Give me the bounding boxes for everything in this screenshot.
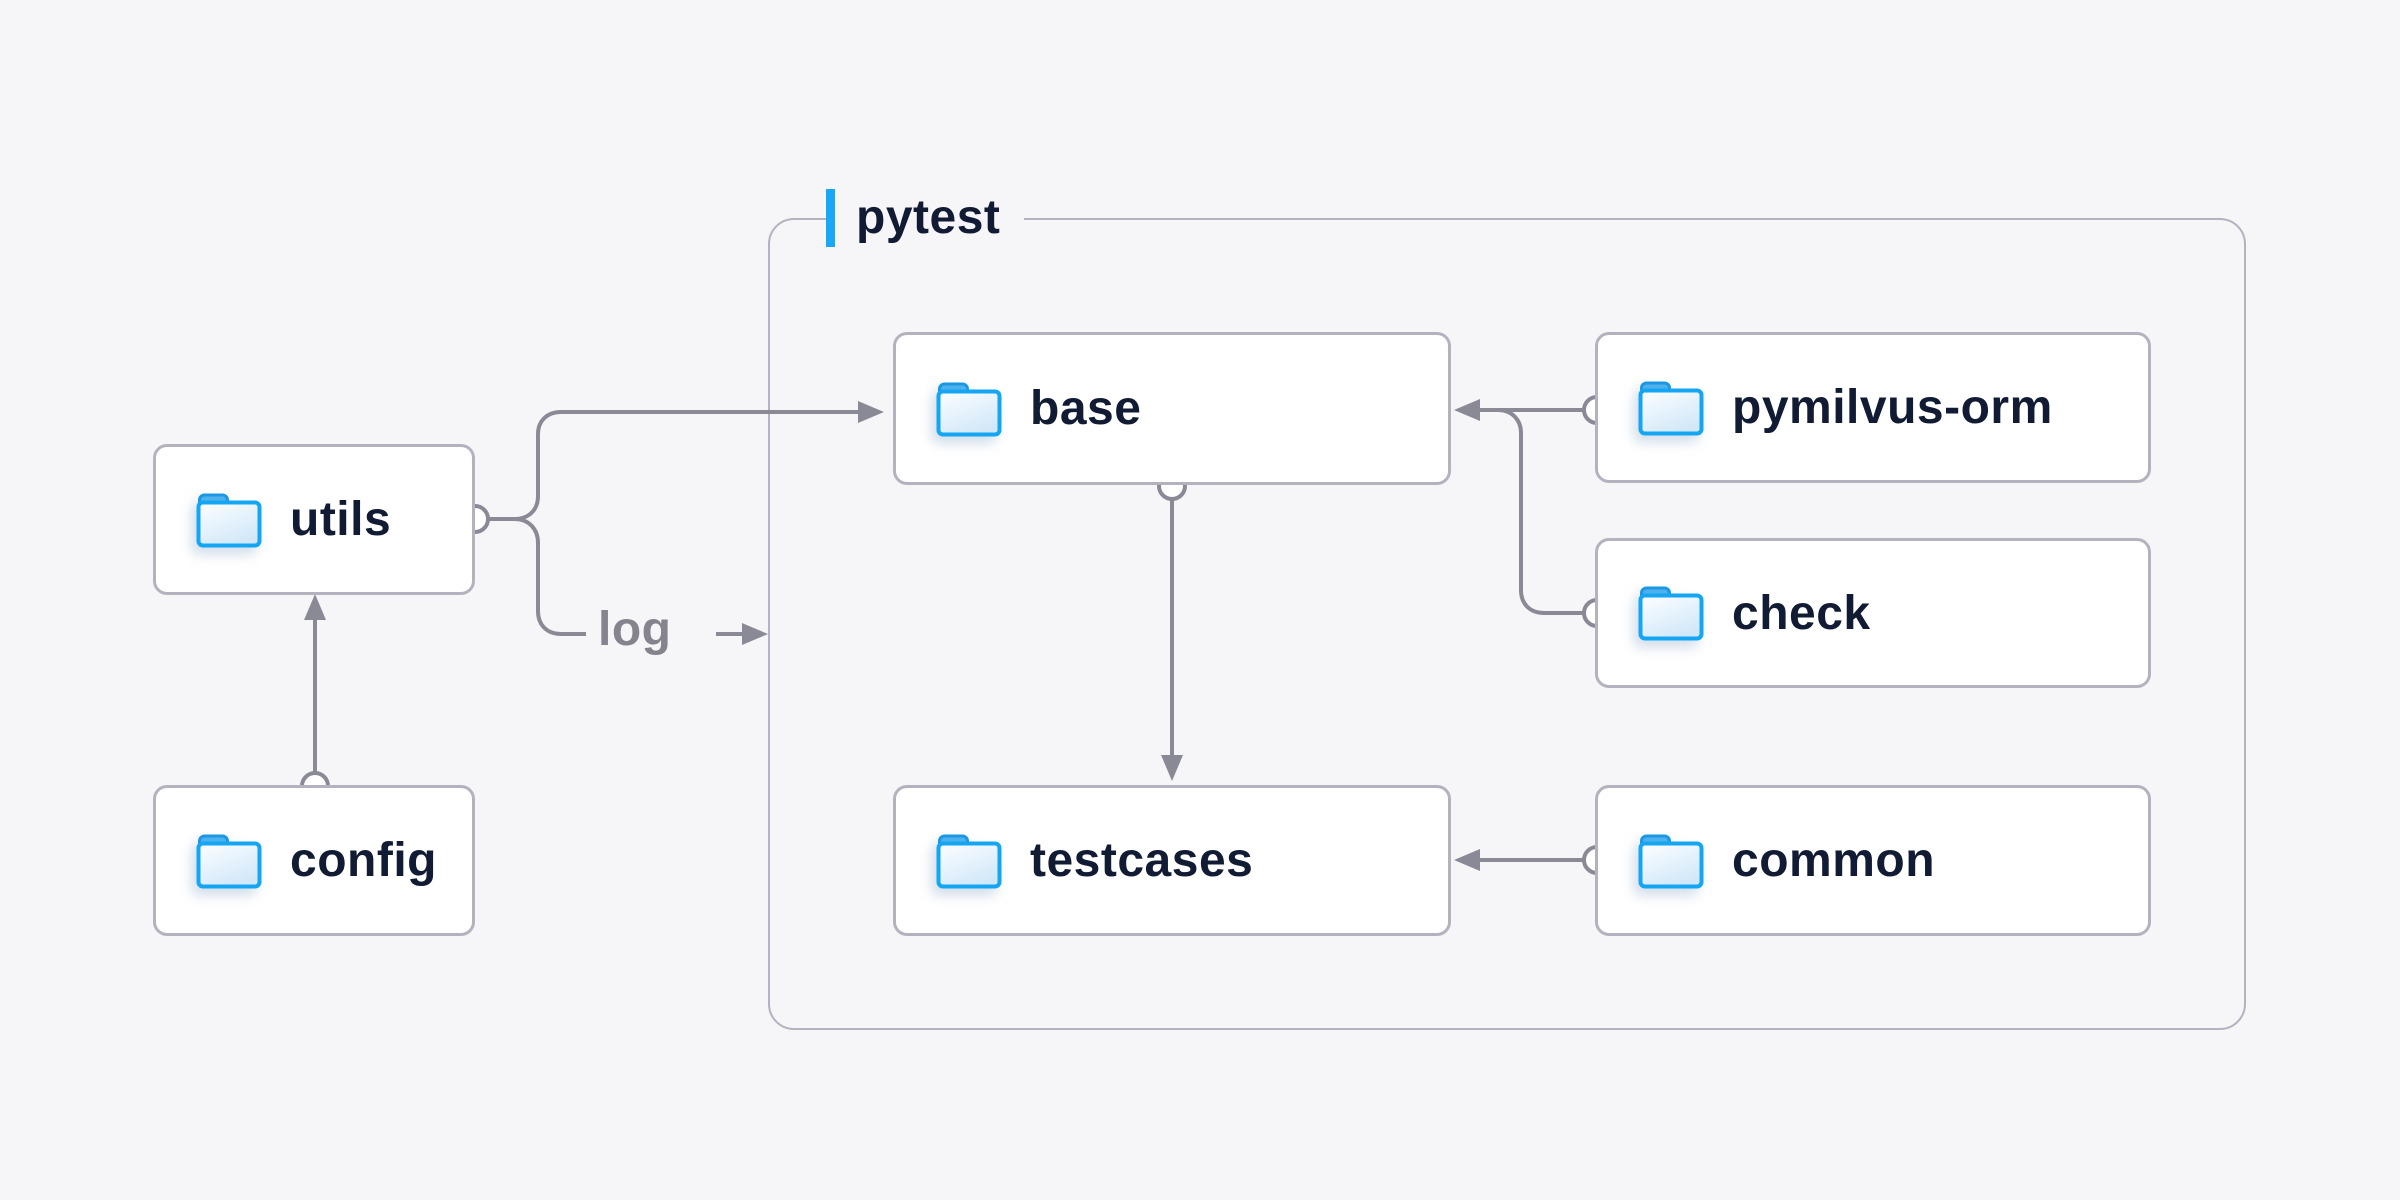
node-config: config [153,785,475,936]
folder-icon [936,381,1002,437]
group-legend: pytest [826,189,1025,247]
node-label: check [1732,586,1871,640]
accent-bar [826,189,835,247]
edge-config-utils [304,594,326,772]
node-label: config [290,834,437,887]
node-label: common [1732,834,1936,887]
node-pymilvus-orm: pymilvus-orm [1595,332,2151,483]
node-testcases: testcases [893,785,1451,936]
edge-label-log: log [598,603,672,656]
node-utils: utils [153,444,475,595]
node-base: base [893,332,1451,485]
folder-icon [196,833,262,889]
node-check: check [1595,538,2151,688]
group-title: pytest [856,191,1001,244]
folder-icon [1638,585,1704,641]
node-common: common [1595,785,2151,936]
folder-icon [196,492,262,548]
node-label: testcases [1030,834,1254,887]
folder-icon [1638,380,1704,436]
node-label: utils [290,493,392,546]
folder-icon [936,833,1002,889]
node-label: pymilvus-orm [1732,381,2053,434]
group-pytest: pytest [768,189,2246,1030]
node-label: base [1030,382,1142,435]
folder-icon [1638,833,1704,889]
